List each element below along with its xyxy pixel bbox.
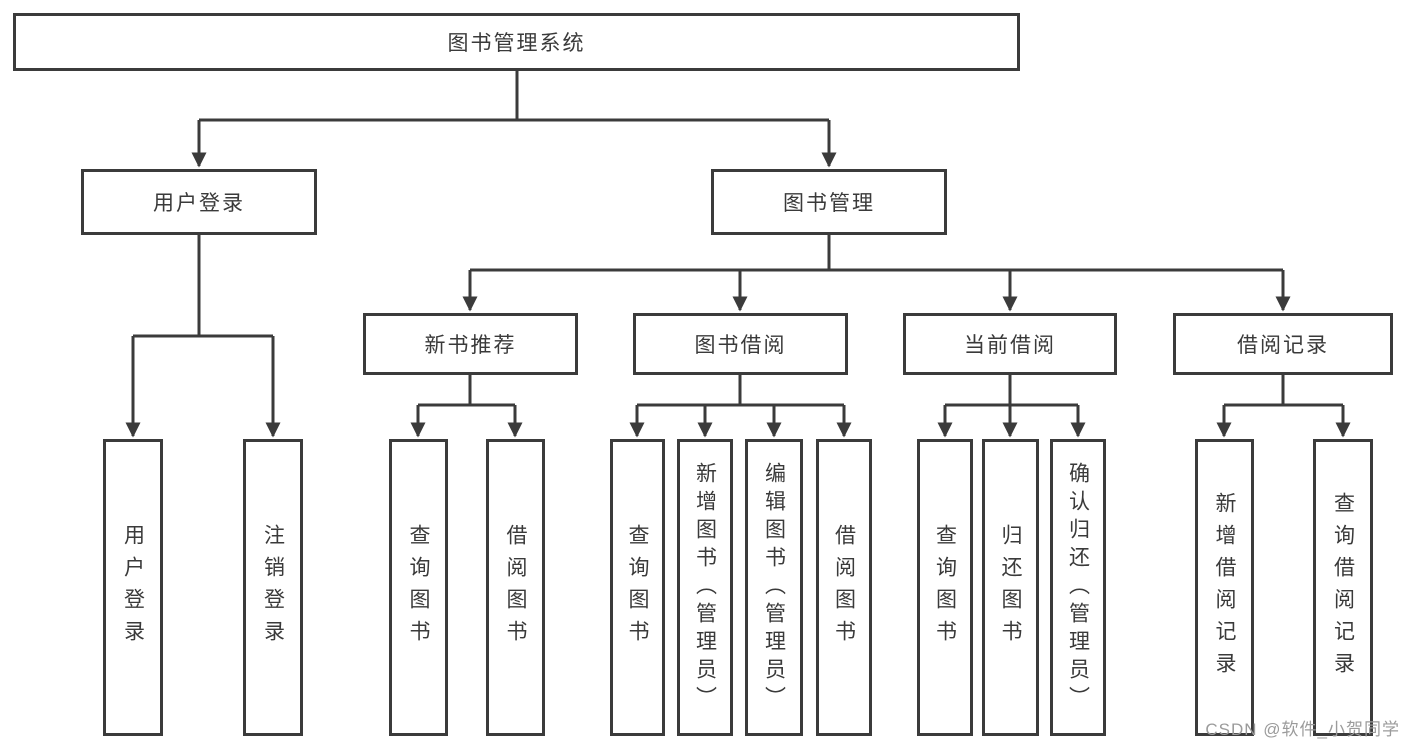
node-book-borrowing: 图书借阅 [633, 313, 848, 375]
connector-borrowing-records-split [1216, 374, 1351, 438]
connector-book-management-split [462, 234, 1291, 312]
leaf-borrow-books-recommend: 借阅图书 [486, 439, 545, 736]
node-user-login: 用户登录 [81, 169, 317, 235]
node-borrowing-records-label: 借阅记录 [1237, 334, 1329, 357]
node-root-label: 图书管理系统 [447, 32, 586, 55]
connector-book-borrowing-split [629, 374, 852, 438]
leaf-add-books-admin: 新增图书（管理员） [677, 439, 733, 736]
node-current-borrowing-label: 当前借阅 [964, 334, 1056, 357]
node-book-borrowing-label: 图书借阅 [694, 334, 787, 357]
leaf-return-books: 归还图书 [982, 439, 1039, 736]
node-current-borrowing: 当前借阅 [903, 313, 1117, 375]
node-book-management-label: 图书管理 [783, 192, 875, 215]
leaf-borrow-books-borrowing: 借阅图书 [816, 439, 872, 736]
node-borrowing-records: 借阅记录 [1173, 313, 1393, 375]
leaf-logout: 注销登录 [243, 439, 303, 736]
node-new-book-recommend-label: 新书推荐 [424, 334, 517, 357]
leaf-query-books-recommend: 查询图书 [389, 439, 448, 736]
connector-new-book-recommend-split [410, 374, 523, 438]
leaf-query-books-borrowing: 查询图书 [610, 439, 665, 736]
leaf-user-login: 用户登录 [103, 439, 163, 736]
connector-user-login-split [125, 234, 281, 438]
leaf-query-books-current: 查询图书 [917, 439, 973, 736]
node-user-login-label: 用户登录 [153, 192, 245, 215]
leaf-confirm-return-admin: 确认归还（管理员） [1050, 439, 1106, 736]
node-root: 图书管理系统 [13, 13, 1020, 71]
node-book-management: 图书管理 [711, 169, 947, 235]
leaf-query-borrow-record: 查询借阅记录 [1313, 439, 1373, 736]
connector-root-split [191, 70, 837, 168]
node-new-book-recommend: 新书推荐 [363, 313, 578, 375]
leaf-add-borrow-record: 新增借阅记录 [1195, 439, 1254, 736]
watermark-text: CSDN @软件_小贺同学 [1205, 720, 1400, 739]
leaf-edit-books-admin: 编辑图书（管理员） [745, 439, 803, 736]
connector-current-borrowing-split [937, 374, 1086, 438]
